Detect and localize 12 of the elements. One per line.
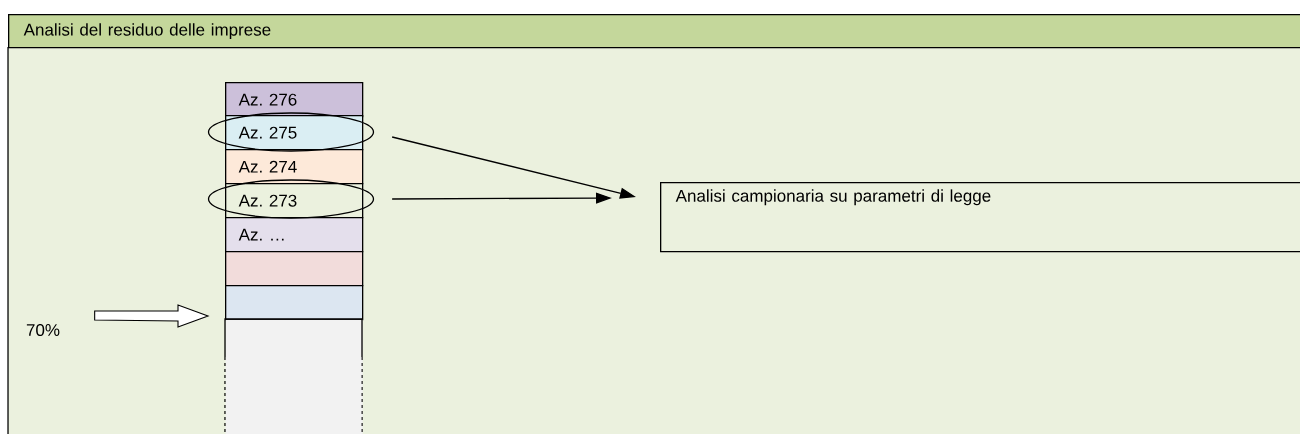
- column-cell: [225, 251, 364, 287]
- percentage-label: 70%: [26, 324, 60, 337]
- text-box: Analisi campionaria su parametri di legge: [660, 182, 1300, 253]
- column-cell: Az. …: [225, 217, 364, 253]
- ellipse-outline: [207, 112, 375, 152]
- block-arrow: [94, 304, 210, 328]
- column-area: [224, 318, 363, 434]
- column-cell: [225, 285, 364, 321]
- column-cell: Az. 276: [225, 82, 364, 118]
- column-cell: Az. 274: [225, 149, 364, 185]
- ellipse-outline: [207, 179, 375, 219]
- header-band: Analisi del residuo delle imprese: [8, 14, 1300, 49]
